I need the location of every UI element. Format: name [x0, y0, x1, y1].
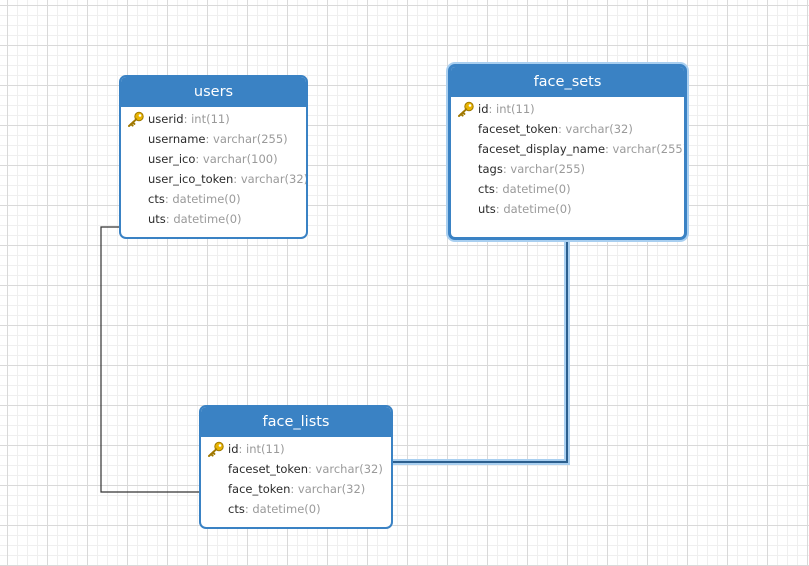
field-name: faceset_token [228, 462, 308, 476]
field-row[interactable]: faceset_token: varchar(32) [451, 119, 684, 139]
field-type: : int(11) [183, 112, 230, 126]
field-name: userid [148, 112, 184, 126]
field-name: username [148, 132, 206, 146]
field-type: : int(11) [488, 102, 535, 116]
table-header-face-lists[interactable]: face_lists [201, 407, 391, 437]
field-name: cts [148, 192, 165, 206]
field-row[interactable]: tags: varchar(255) [451, 159, 684, 179]
field-list-users: userid: int(11)username: varchar(255)use… [121, 107, 306, 229]
field-row[interactable]: username: varchar(255) [121, 129, 306, 149]
field-row[interactable]: cts: datetime(0) [201, 499, 391, 519]
table-header-face-sets[interactable]: face_sets [451, 67, 684, 97]
field-list-face-sets: id: int(11)faceset_token: varchar(32)fac… [451, 97, 684, 219]
field-row[interactable]: user_ico: varchar(100) [121, 149, 306, 169]
field-type: : varchar(255) [502, 162, 586, 176]
field-type: : datetime(0) [164, 192, 241, 206]
key-icon [127, 111, 145, 127]
field-name: uts [478, 202, 496, 216]
key-icon [207, 441, 225, 457]
field-row[interactable]: face_token: varchar(32) [201, 479, 391, 499]
field-type: : varchar(32) [290, 482, 366, 496]
field-name: user_ico_token [148, 172, 234, 186]
field-row[interactable]: faceset_display_name: varchar(255) [451, 139, 684, 159]
field-type: : datetime(0) [494, 182, 571, 196]
field-list-face-lists: id: int(11)faceset_token: varchar(32)fac… [201, 437, 391, 519]
field-type: : varchar(32) [307, 462, 383, 476]
field-row[interactable]: id: int(11) [201, 439, 391, 459]
field-row[interactable]: id: int(11) [451, 99, 684, 119]
field-row[interactable]: user_ico_token: varchar(32) [121, 169, 306, 189]
field-name: id [228, 442, 239, 456]
relationship-face-sets-face-lists-glow [391, 238, 570, 465]
field-type: : datetime(0) [495, 202, 572, 216]
field-row[interactable]: userid: int(11) [121, 109, 306, 129]
field-type: : varchar(32) [557, 122, 633, 136]
field-type: : varchar(255) [205, 132, 288, 146]
table-header-users[interactable]: users [121, 77, 306, 107]
field-row[interactable]: uts: datetime(0) [121, 209, 306, 229]
relationship-face-sets-face-lists[interactable] [391, 238, 568, 463]
table-users[interactable]: users userid: int(11)username: varchar(2… [119, 75, 308, 239]
field-type: : varchar(32) [233, 172, 308, 186]
field-name: faceset_display_name [478, 142, 606, 156]
table-face-lists[interactable]: face_lists id: int(11)faceset_token: var… [199, 405, 393, 529]
field-type: : datetime(0) [244, 502, 321, 516]
field-name: faceset_token [478, 122, 558, 136]
field-row[interactable]: cts: datetime(0) [451, 179, 684, 199]
field-type: : varchar(100) [195, 152, 278, 166]
field-type: : varchar(255) [605, 142, 687, 156]
field-name: uts [148, 212, 166, 226]
field-type: : int(11) [238, 442, 285, 456]
field-name: id [478, 102, 489, 116]
field-name: user_ico [148, 152, 196, 166]
field-name: cts [478, 182, 495, 196]
relationship-users-face-lists[interactable] [100, 226, 200, 493]
field-name: tags [478, 162, 503, 176]
field-row[interactable]: faceset_token: varchar(32) [201, 459, 391, 479]
field-type: : datetime(0) [165, 212, 242, 226]
field-name: cts [228, 502, 245, 516]
field-row[interactable]: cts: datetime(0) [121, 189, 306, 209]
field-row[interactable]: uts: datetime(0) [451, 199, 684, 219]
table-face-sets[interactable]: face_sets id: int(11)faceset_token: varc… [448, 64, 687, 240]
key-icon [457, 101, 475, 117]
field-name: face_token [228, 482, 291, 496]
